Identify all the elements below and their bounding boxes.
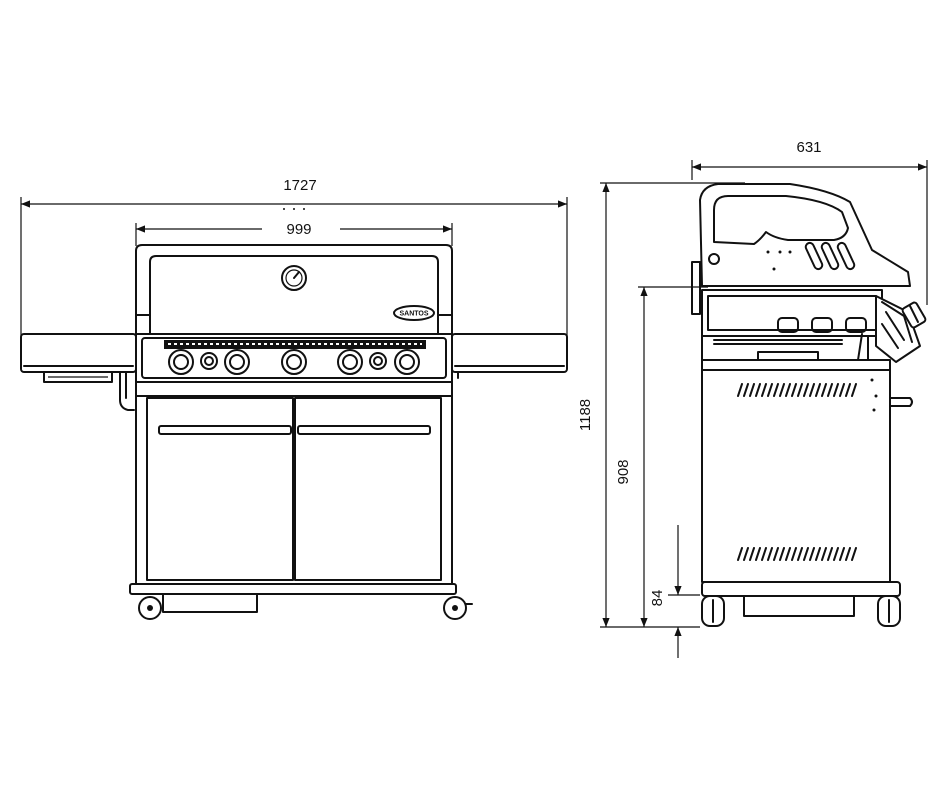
right-side-shelf [451,333,568,379]
dimension-total-height: 1188 [577,183,610,627]
knob-3-icon [224,349,250,375]
left-side-shelf [20,333,137,411]
dimension-body-width-label: 999 [286,221,311,238]
dimension-body-width: 999 [136,208,452,238]
dimension-depth-label: 631 [796,139,821,156]
side-lid [691,183,911,315]
knob-1-icon [168,349,194,375]
side-wheel-left-icon [701,595,725,627]
dimension-ground-clearance: 84 [649,525,682,658]
santos-logo: SANTOS [393,305,435,321]
knob-7-icon [394,349,420,375]
dimension-ground-clearance-label: 84 [649,590,666,607]
side-firebox [701,289,927,383]
thermometer-icon [281,265,307,291]
side-view: 631 1188 908 84 [577,139,928,658]
dimension-total-height-label: 1188 [577,399,594,431]
front-cabinet [129,381,473,620]
dimension-total-width: 1727 [21,174,567,208]
side-wheel-right-icon [877,595,901,627]
right-wheel-icon [443,596,473,620]
knob-6-icon [369,352,387,370]
dimension-total-width-label: 1727 [283,177,316,194]
hood-vent-icon [804,241,856,271]
knob-5-icon [337,349,363,375]
knob-4-icon [281,349,307,375]
lower-vent-slots-icon [737,547,857,561]
side-knob-icon [901,301,927,329]
side-cabinet [701,369,913,627]
brand-logo-text: SANTOS [399,311,428,318]
knob-2-icon [200,352,218,370]
dimension-working-height-label: 908 [615,459,632,484]
left-wheel-icon [138,596,162,620]
front-view: 1727 999 [20,174,568,620]
dimension-depth: 631 [692,139,927,171]
upper-vent-slots-icon [737,383,857,397]
grill-hood: SANTOS [135,244,453,335]
dimension-working-height: 908 [615,287,648,627]
control-panel [135,333,453,383]
